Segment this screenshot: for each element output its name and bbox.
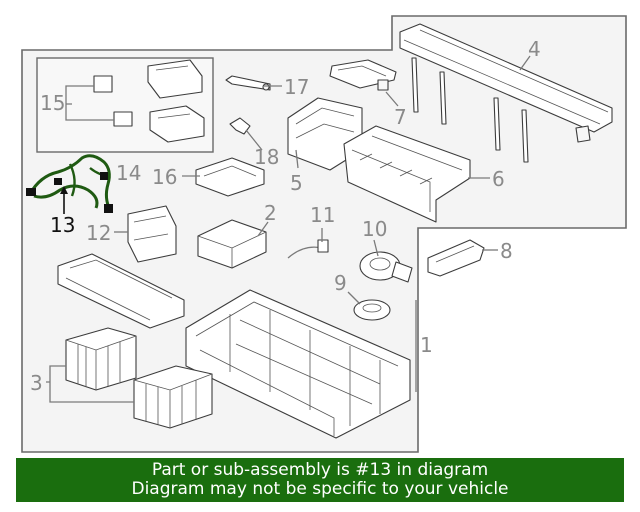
part-11-sensor xyxy=(287,239,329,259)
part-1-main-tray xyxy=(185,289,411,439)
callout-11: 11 xyxy=(310,203,335,227)
callout-18: 18 xyxy=(254,145,279,169)
part-16-bracket xyxy=(195,157,265,197)
callout-3: 3 xyxy=(30,371,43,395)
exploded-parts-diagram: 4 7 5 6 17 18 15 14 16 12 2 11 10 9 8 1 … xyxy=(21,15,627,453)
callout-10: 10 xyxy=(362,217,387,241)
callout-7: 7 xyxy=(394,105,407,129)
part-9-ring xyxy=(353,299,391,321)
part-7-bracket xyxy=(329,59,397,91)
callout-1: 1 xyxy=(420,333,433,357)
part-13-wire-harness xyxy=(26,154,113,213)
callout-14: 14 xyxy=(116,161,141,185)
part-18-clip xyxy=(229,117,251,135)
leader-lines xyxy=(46,55,531,403)
part-12-module xyxy=(127,205,177,263)
part-8-duct xyxy=(427,239,485,277)
callout-2: 2 xyxy=(264,201,277,225)
part-2-box xyxy=(197,219,267,269)
part-6-tray xyxy=(343,125,471,223)
battery-cover-plate xyxy=(57,253,185,329)
part-3-cell-modules xyxy=(65,327,213,429)
callout-12: 12 xyxy=(86,221,111,245)
banner-line-part: Part or sub-assembly is #13 in diagram xyxy=(151,460,489,480)
callout-16: 16 xyxy=(152,165,177,189)
callout-13: 13 xyxy=(50,213,75,237)
banner-line-disclaimer: Diagram may not be specific to your vehi… xyxy=(131,479,509,499)
callout-5: 5 xyxy=(290,171,303,195)
callout-9: 9 xyxy=(334,271,347,295)
callout-6: 6 xyxy=(492,167,505,191)
callout-8: 8 xyxy=(500,239,513,263)
callout-4: 4 xyxy=(528,37,541,61)
part-10-fan xyxy=(359,251,413,283)
info-banner: Part or sub-assembly is #13 in diagram D… xyxy=(16,458,624,502)
callout-17: 17 xyxy=(284,75,309,99)
callout-15: 15 xyxy=(40,91,65,115)
part-4-bracket xyxy=(399,23,613,163)
part-15-relays xyxy=(93,59,205,143)
